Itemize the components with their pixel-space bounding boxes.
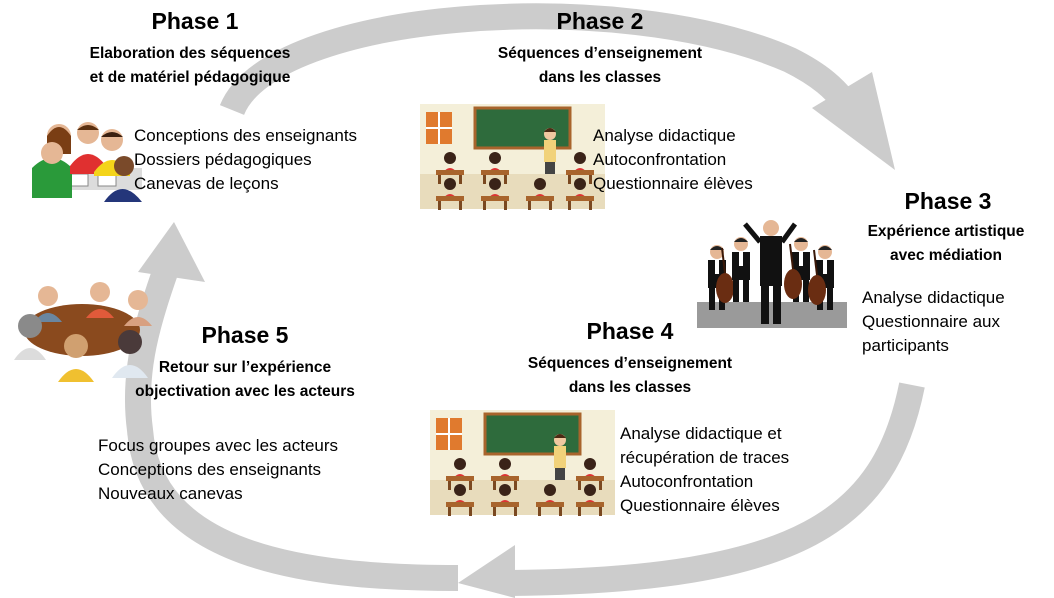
- phase-5-title: Phase 5: [201, 322, 289, 348]
- phase-4-item: Autoconfrontation: [620, 472, 754, 491]
- phase-3-item: Analyse didactique: [862, 288, 1005, 307]
- phase-1-item: Conceptions des enseignants: [134, 126, 358, 145]
- phase-5-item: Conceptions des enseignants: [98, 460, 322, 479]
- phase-1-item: Dossiers pédagogiques: [134, 150, 312, 169]
- cycle-arrow-left: [124, 222, 459, 591]
- phase-3-subtitle: Expérience artistique avec médiation: [838, 220, 1054, 268]
- phase-5-items: Focus groupes avec les acteurs Conceptio…: [98, 434, 338, 506]
- cycle-arrow-top: [219, 3, 895, 170]
- phase-1-subtitle-line: et de matériel pédagogique: [89, 69, 291, 86]
- phase-2-item: Questionnaire élèves: [593, 174, 753, 193]
- phase-1-item: Canevas de leçons: [134, 174, 279, 193]
- phase-2-item: Autoconfrontation: [593, 150, 727, 169]
- phase-3-item: Questionnaire aux: [862, 312, 1000, 331]
- phase-5-subtitle-line: Retour sur l’expérience: [158, 359, 332, 376]
- phase-5-item: Focus groupes avec les acteurs: [98, 436, 339, 455]
- phase-3-item: participants: [862, 336, 949, 355]
- classroom-illustration: [430, 410, 615, 516]
- phase-3-title: Phase 3: [904, 188, 992, 214]
- phase-1-subtitle-line: Elaboration des séquences: [89, 45, 291, 62]
- team-meeting-illustration: [32, 122, 142, 202]
- orchestra-illustration: [697, 210, 847, 328]
- phase-2-title: Phase 2: [556, 8, 644, 34]
- phase-5-item: Nouveaux canevas: [98, 484, 243, 503]
- phase-1-subtitle: Elaboration des séquences et de matériel…: [40, 42, 340, 90]
- phase-4-item: récupération de traces: [620, 448, 790, 467]
- phase-1-items: Conceptions des enseignants Dossiers péd…: [134, 124, 357, 196]
- phase-5-subtitle-line: objectivation avec les acteurs: [135, 383, 355, 400]
- phase-2-subtitle-line: Séquences d’enseignement: [497, 45, 703, 62]
- phase-3-subtitle-line: avec médiation: [890, 247, 1002, 264]
- phase-5-subtitle: Retour sur l’expérience objectivation av…: [95, 356, 395, 404]
- phase-4-subtitle: Séquences d’enseignement dans les classe…: [480, 352, 780, 400]
- phase-2-subtitle: Séquences d’enseignement dans les classe…: [450, 42, 750, 90]
- cycle-arrow-right: [458, 382, 925, 598]
- phase-4-subtitle-line: Séquences d’enseignement: [527, 355, 733, 372]
- phase-4-items: Analyse didactique et récupération de tr…: [620, 422, 789, 518]
- phase-4-item: Questionnaire élèves: [620, 496, 780, 515]
- phase-1-title: Phase 1: [151, 8, 239, 34]
- phase-4-title: Phase 4: [586, 318, 674, 344]
- classroom-illustration: [420, 104, 605, 210]
- phase-4-item: Analyse didactique et: [620, 424, 782, 443]
- phase-3-items: Analyse didactique Questionnaire aux par…: [862, 286, 1005, 358]
- phase-2-subtitle-line: dans les classes: [538, 69, 662, 86]
- phase-2-item: Analyse didactique: [593, 126, 736, 145]
- phase-4-subtitle-line: dans les classes: [568, 379, 692, 396]
- group-discussion-illustration: [14, 282, 152, 382]
- phase-3-subtitle-line: Expérience artistique: [867, 223, 1025, 240]
- phase-2-items: Analyse didactique Autoconfrontation Que…: [593, 124, 753, 196]
